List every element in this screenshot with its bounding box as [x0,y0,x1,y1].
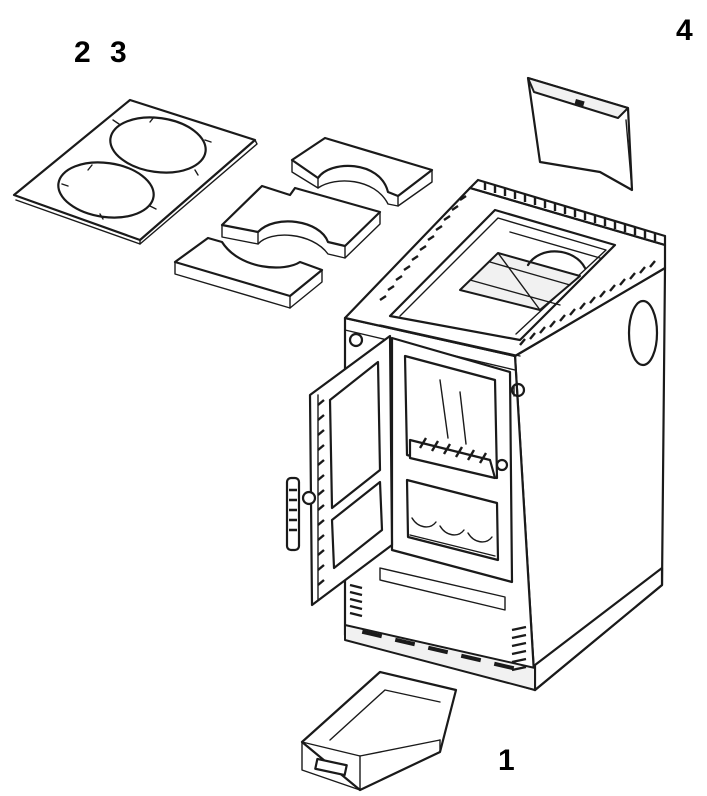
callout-3: 3 [110,36,127,69]
callout-2: 2 [74,36,91,69]
top-firebox-opening [388,208,617,342]
door-glass-lower [330,480,384,570]
baffle-plate [526,76,634,192]
side-inspection-hole [627,299,659,367]
liner-brick-bottom [173,236,324,309]
air-control-knob [348,332,364,348]
door-glass-upper [328,360,382,510]
ash-opening [405,478,500,562]
plinth-vents [361,629,515,671]
firebox-frame [390,336,514,584]
liner-brick-middle [220,184,382,259]
ash-pan-handle [314,757,348,777]
burner-ring-top [109,116,207,174]
front-logo-mark [510,382,526,398]
left-vent-grille [349,583,363,618]
callout-4: 4 [676,14,693,47]
right-vent-grille [511,625,527,672]
top-rail-hatching [379,178,667,346]
ash-pan [300,670,458,792]
door-handle [285,476,317,552]
open-fire-door [285,332,394,607]
refractory-liner [173,136,434,309]
firebox-window [403,354,499,480]
liner-brick-top [290,136,434,207]
cooktop-plate [12,98,258,245]
callout-1: 1 [498,744,515,777]
fire-grate [408,379,497,480]
